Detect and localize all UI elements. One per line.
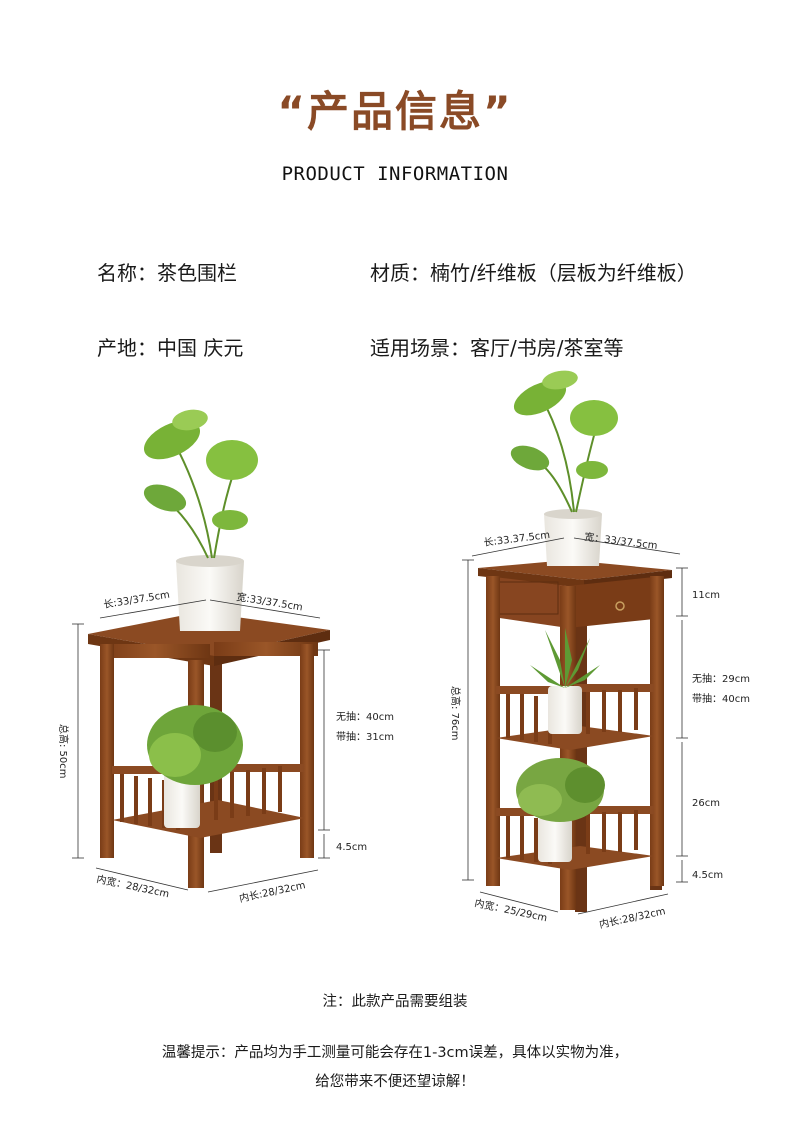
tall-inner-length-label: 内长:28/32cm (598, 904, 667, 931)
small-inner-length-label: 内长:28/32cm (238, 878, 307, 905)
tall-no-drawer-label: 无抽：29cm (692, 672, 750, 685)
tall-middle-label: 26cm (692, 798, 720, 809)
tall-inner-width-label: 内宽：25/29cm (473, 896, 548, 924)
spec-origin: 产地：中国 庆元 (97, 336, 244, 360)
spec-scene: 适用场景：客厅/书房/茶室等 (370, 336, 624, 360)
small-with-drawer-label: 带抽：31cm (336, 730, 394, 743)
spec-material: 材质：楠竹/纤维板（层板为纤维板） (370, 261, 697, 285)
product-figure: 长:33/37.5cm 宽:33/37.5cm 总高: 50cm 无抽：40cm… (57, 370, 750, 931)
page-subtitle: PRODUCT INFORMATION (281, 163, 509, 185)
tall-stand (462, 370, 688, 915)
small-bottom-gap-label: 4.5cm (336, 842, 367, 853)
assembly-note: 注：此款产品需要组装 (322, 994, 468, 1010)
tip-line-2: 给您带来不便还望谅解！ (315, 1074, 475, 1090)
page-title: “产品信息” (277, 87, 513, 136)
tip-line-1: 温馨提示：产品均为手工测量可能会存在1-3cm误差，具体以实物为准， (161, 1045, 629, 1061)
tall-height-label: 总高: 76cm (449, 686, 462, 741)
tall-length-label: 长:33.37.5cm (483, 529, 551, 549)
tall-top-drawer-label: 11cm (692, 590, 720, 601)
small-height-label: 总高: 50cm (57, 724, 70, 779)
small-no-drawer-label: 无抽：40cm (336, 710, 394, 723)
tall-bottom-gap-label: 4.5cm (692, 870, 723, 881)
tall-with-drawer-label: 带抽：40cm (692, 692, 750, 705)
small-stand (72, 409, 330, 893)
spec-name: 名称：茶色围栏 (97, 261, 237, 285)
